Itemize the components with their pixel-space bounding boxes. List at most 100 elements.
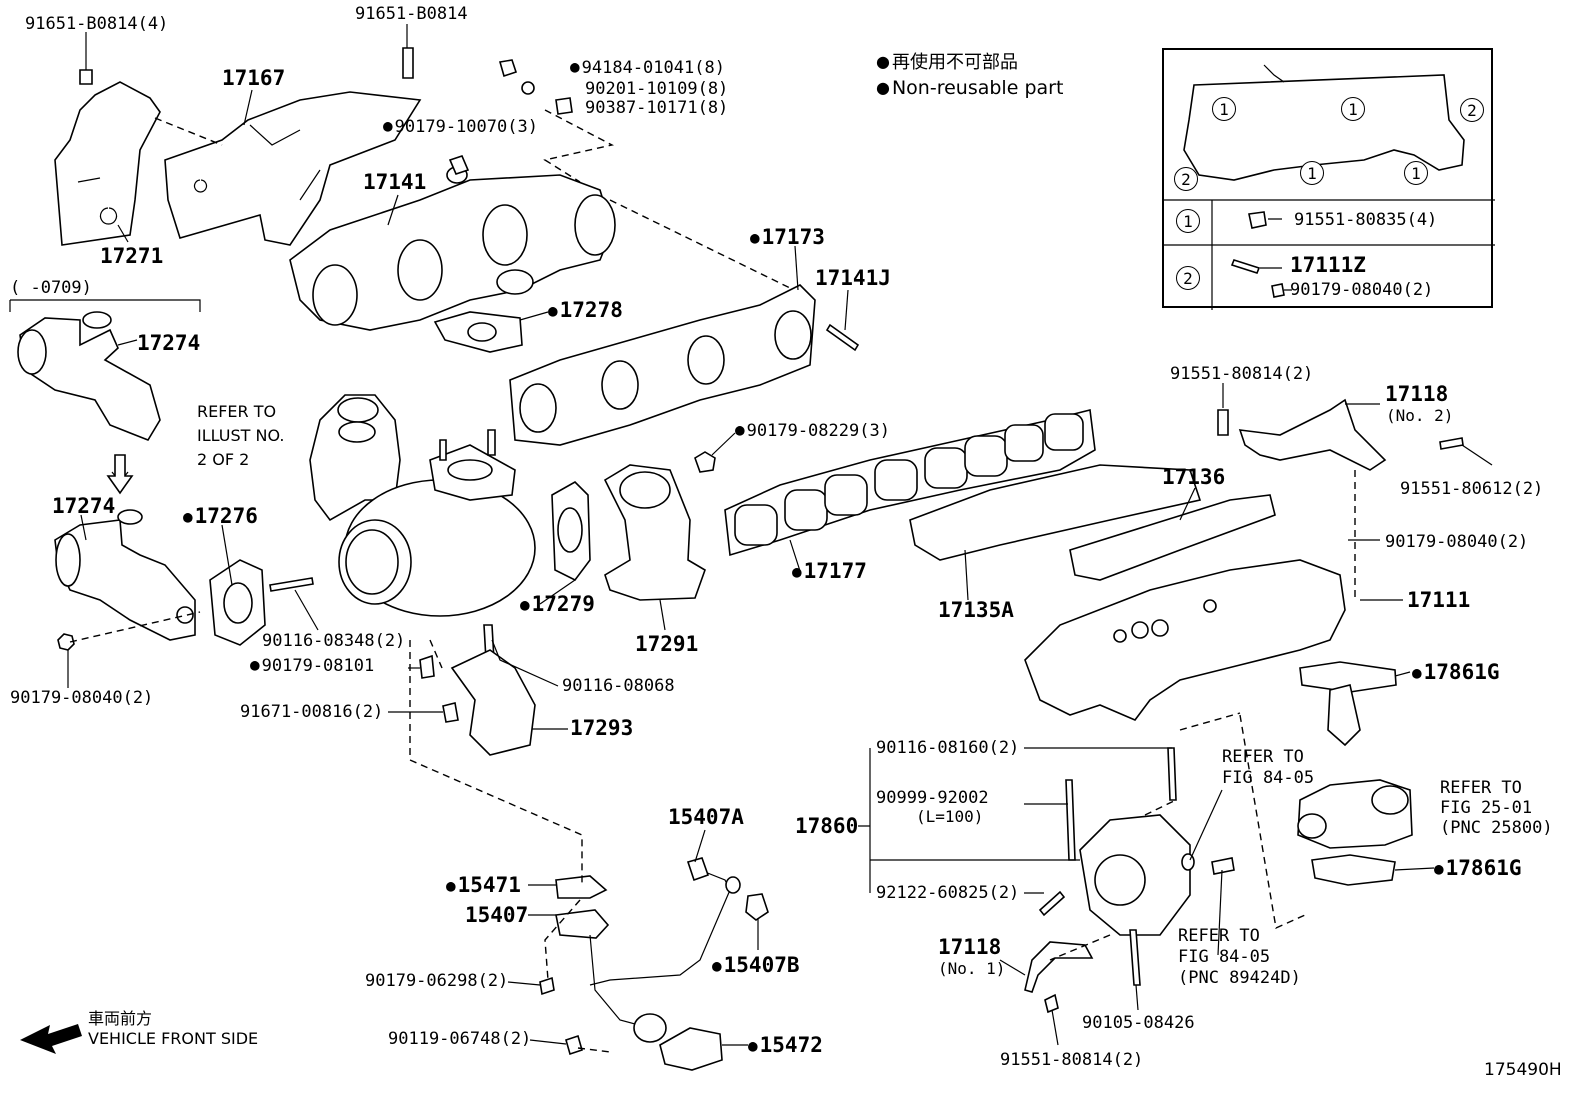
- label-17177: 17177: [792, 561, 867, 582]
- label-17118-no2-sub: (No. 2): [1386, 406, 1454, 425]
- label-17118-no2: 17118: [1385, 382, 1449, 406]
- dashed-assembly-lines: [69, 109, 1356, 1053]
- nut-90179-08040-left: [57, 633, 75, 651]
- label-92122-60825: 92122-60825(2): [876, 883, 1020, 903]
- intake-manifold-17111: [1024, 559, 1346, 721]
- label-90116-08068: 90116-08068: [562, 676, 675, 696]
- label-90116-08160: 90116-08160(2): [876, 738, 1020, 758]
- label-90387: 90387-10171(8): [585, 98, 729, 118]
- stud-90116-08348: [269, 577, 314, 592]
- vehicle-front-arrow: [20, 1024, 82, 1054]
- heat-insulator-17167: [164, 91, 422, 246]
- refer-25-01-3: (PNC 25800): [1440, 818, 1553, 838]
- inset-row1-marker: 1: [1176, 209, 1200, 233]
- legend-jp-text: 再使用不可部品: [891, 52, 1018, 73]
- label-15407: 15407: [465, 903, 529, 927]
- refer-84-05-a-1: REFER TO: [1222, 747, 1304, 767]
- refer-illust-1: REFER TO: [197, 402, 277, 421]
- label-17278: 17278: [548, 300, 623, 321]
- refer-84-05-a-2: FIG 84-05: [1222, 768, 1315, 788]
- label-15471: 15471: [446, 875, 521, 896]
- turbocharger: [309, 394, 536, 617]
- label-90116-08348: 90116-08348(2): [262, 631, 406, 651]
- refer-illust-3: 2 OF 2: [197, 450, 250, 469]
- label-17118-no1-sub: (No. 1): [938, 959, 1006, 978]
- gasket-17279: [551, 481, 591, 582]
- exhaust-manifold-17141: [289, 166, 616, 331]
- inset-box: 1 1 1 1 2 2 1 2 91551-80835(4) 17111Z 90…: [1162, 48, 1495, 310]
- label-17276: 17276: [183, 506, 258, 527]
- throttle-body-17860: [1038, 747, 1235, 986]
- label-94184: 94184-01041(8): [570, 60, 725, 77]
- label-17274-lower: 17274: [52, 494, 116, 518]
- inset-marker-1a: 1: [1212, 97, 1236, 121]
- label-15472: 15472: [748, 1035, 823, 1056]
- exhaust-elbow-17291: [603, 464, 706, 601]
- label-17173: 17173: [750, 227, 825, 248]
- insulator-17136: [1069, 494, 1276, 581]
- inset-marker-1c: 1: [1300, 161, 1324, 185]
- legend-en-text: Non-reusable part: [891, 77, 1064, 99]
- label-91551-80814-top: 91551-80814(2): [1170, 364, 1314, 384]
- union-15407B: [745, 893, 769, 921]
- direction-en: VEHICLE FRONT SIDE: [88, 1029, 259, 1048]
- gasket-15472: [659, 1027, 723, 1071]
- label-17111: 17111: [1407, 588, 1471, 612]
- label-17861g-upper: 17861G: [1412, 662, 1500, 683]
- inset-marker-1b: 1: [1341, 97, 1365, 121]
- label-90999-92002: 90999-92002: [876, 788, 989, 808]
- label-90179-08101: 90179-08101: [250, 658, 375, 675]
- bracket-17293: [450, 649, 536, 756]
- direction-jp: 車両前方: [88, 1009, 153, 1028]
- label-17136: 17136: [1162, 465, 1226, 489]
- inset-row2-part2: 90179-08040(2): [1290, 280, 1434, 300]
- label-90179-08040-right: 90179-08040(2): [1385, 532, 1529, 552]
- insulator-17135A: [909, 464, 1202, 561]
- label-90179-06298: 90179-06298(2): [365, 971, 509, 991]
- inlet-pipe-17274-lower: [54, 509, 196, 641]
- legend-en: Non-reusable part: [876, 79, 1063, 98]
- label-date-range: ( -0709): [10, 278, 92, 298]
- gasket-17276: [209, 559, 266, 646]
- refer-84-05-b-1: REFER TO: [1178, 926, 1260, 946]
- label-91551-80814-bottom: 91551-80814(2): [1000, 1050, 1144, 1070]
- label-15407a: 15407A: [668, 805, 744, 829]
- label-91551-80612: 91551-80612(2): [1400, 479, 1544, 499]
- label-17118-no1: 17118: [938, 935, 1002, 959]
- bracket-17118-no2: [1238, 398, 1387, 471]
- oil-pipe-15407A: [589, 857, 741, 986]
- refer-84-05-b-3: (PNC 89424D): [1178, 968, 1301, 988]
- label-90119-06748: 90119-06748(2): [388, 1029, 532, 1049]
- refer-25-01-2: FIG 25-01: [1440, 798, 1533, 818]
- label-90201: 90201-10109(8): [585, 79, 729, 99]
- inset-row2-part: 17111Z: [1290, 253, 1366, 277]
- inset-marker-2a: 2: [1460, 98, 1484, 122]
- heat-insulator-17271: [54, 81, 161, 246]
- label-17293: 17293: [570, 716, 634, 740]
- gasket-17177: [724, 409, 1096, 557]
- label-17279: 17279: [520, 594, 595, 615]
- label-91651-b0814: 91651-B0814: [355, 4, 468, 24]
- label-91671-00816: 91671-00816(2): [240, 702, 384, 722]
- label-90179-08229: 90179-08229(3): [735, 423, 890, 440]
- label-90179-08040-left: 90179-08040(2): [10, 688, 154, 708]
- legend-jp: 再使用不可部品: [876, 54, 1018, 72]
- label-17861g-lower: 17861G: [1434, 858, 1522, 879]
- leader-lines: [9, 24, 1493, 1046]
- label-90179-10070: 90179-10070(3): [383, 119, 538, 136]
- label-17274-upper: 17274: [137, 331, 201, 355]
- refer-illust-2: ILLUST NO.: [197, 426, 285, 445]
- egr-valve: [1297, 684, 1413, 849]
- label-17291: 17291: [635, 632, 699, 656]
- figure-id: 175490H: [1484, 1060, 1562, 1080]
- inset-row2-marker: 2: [1176, 266, 1200, 290]
- oil-pipe-15407: [555, 909, 667, 1043]
- nut-90179-08229: [694, 451, 716, 473]
- label-90999-sub: (L=100): [916, 807, 984, 826]
- label-91651-b0814-4: 91651-B0814(4): [25, 14, 169, 34]
- inset-marker-1d: 1: [1404, 161, 1428, 185]
- label-90105-08426: 90105-08426: [1082, 1013, 1195, 1033]
- inset-drawing: [1164, 64, 1495, 310]
